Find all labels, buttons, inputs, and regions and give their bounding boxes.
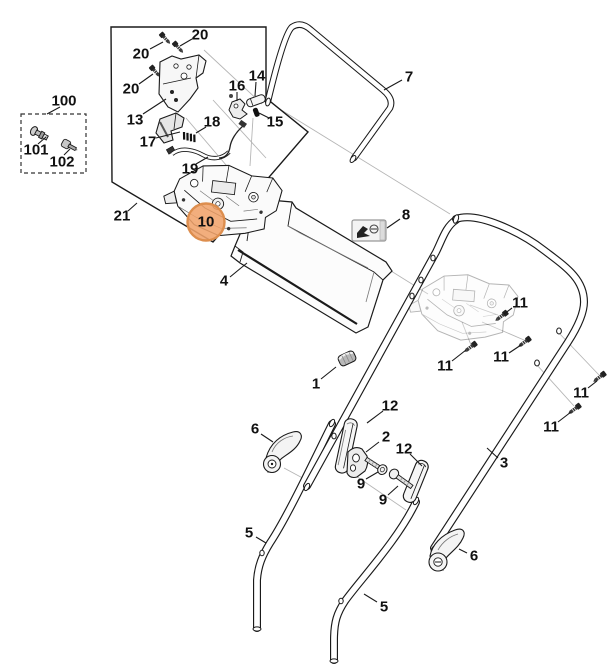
bracket-13 xyxy=(158,54,207,113)
callout-21[interactable]: 21 xyxy=(113,207,131,225)
callout-20b[interactable]: 20 xyxy=(132,45,150,63)
callout-11d[interactable]: 11 xyxy=(573,384,589,402)
pin-15 xyxy=(252,107,260,117)
lower-tube-5-right xyxy=(329,496,420,664)
spring-18 xyxy=(182,131,196,143)
assembly-boundary-21 xyxy=(110,26,310,243)
sleeve-14 xyxy=(246,94,266,108)
callout-5b[interactable]: 5 xyxy=(379,598,389,616)
bolt-102-icon xyxy=(60,138,78,152)
callout-6a[interactable]: 6 xyxy=(250,420,260,438)
callout-8[interactable]: 8 xyxy=(401,206,411,224)
callout-20c[interactable]: 20 xyxy=(122,80,140,98)
callout-16[interactable]: 16 xyxy=(228,77,246,95)
callout-12a[interactable]: 12 xyxy=(381,397,399,415)
callout-11a[interactable]: 11 xyxy=(512,294,528,312)
callout-9b[interactable]: 9 xyxy=(378,491,388,509)
cam-lever-6-left xyxy=(262,431,302,474)
callout-19[interactable]: 19 xyxy=(181,160,199,178)
bolt-101-icon xyxy=(29,126,49,141)
cable-19 xyxy=(165,119,247,161)
callout-3[interactable]: 3 xyxy=(499,454,509,472)
bolt-9-left xyxy=(364,456,388,475)
bolt-9-right xyxy=(388,468,414,490)
bracket-16 xyxy=(228,94,248,120)
callout-101[interactable]: 101 xyxy=(23,141,49,159)
callout-102[interactable]: 102 xyxy=(49,153,75,171)
clamp-2 xyxy=(346,446,369,479)
callout-15[interactable]: 15 xyxy=(266,113,284,131)
cam-lever-6-right xyxy=(428,528,465,572)
bracket-12-right xyxy=(402,459,429,503)
callout-20a[interactable]: 20 xyxy=(191,26,209,44)
callout-18[interactable]: 18 xyxy=(203,113,221,131)
lower-tube-5-left xyxy=(252,418,336,632)
callout-13[interactable]: 13 xyxy=(126,111,144,129)
callout-17[interactable]: 17 xyxy=(139,133,157,151)
sticker-8 xyxy=(351,219,387,242)
alignment-lines xyxy=(185,49,600,511)
callout-7[interactable]: 7 xyxy=(404,68,414,86)
callout-10-highlighted[interactable]: 10 xyxy=(197,213,215,231)
bracket-12-left xyxy=(334,418,358,474)
callout-11e[interactable]: 11 xyxy=(543,418,559,436)
callout-11b[interactable]: 11 xyxy=(493,348,509,366)
plug-1 xyxy=(337,350,357,367)
callout-2[interactable]: 2 xyxy=(381,428,391,446)
callout-14[interactable]: 14 xyxy=(248,67,266,85)
cover-4 xyxy=(230,198,393,334)
option-box-100 xyxy=(20,113,87,174)
callout-4[interactable]: 4 xyxy=(219,272,229,290)
callout-12b[interactable]: 12 xyxy=(395,440,413,458)
callout-1[interactable]: 1 xyxy=(311,375,321,393)
callout-11c[interactable]: 11 xyxy=(437,357,453,375)
callout-5a[interactable]: 5 xyxy=(244,524,254,542)
leader-lines xyxy=(37,38,598,603)
highlight-circle-10 xyxy=(186,202,226,242)
handle-top-tube-7 xyxy=(264,21,395,164)
callout-100[interactable]: 100 xyxy=(51,92,77,110)
upper-handlebar-3 xyxy=(303,213,589,554)
callout-6b[interactable]: 6 xyxy=(469,547,479,565)
callout-9a[interactable]: 9 xyxy=(356,475,366,493)
lever-17 xyxy=(155,112,185,144)
